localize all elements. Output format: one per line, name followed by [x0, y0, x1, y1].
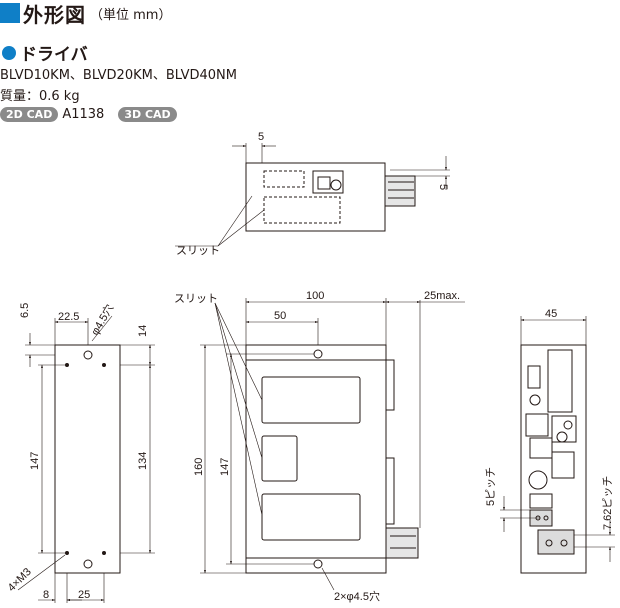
- dim-front-147: 147: [219, 458, 231, 476]
- page-title: 外形図: [23, 2, 86, 27]
- dim-front-160: 160: [193, 458, 205, 476]
- connector-view: [500, 316, 615, 574]
- label-slit-front: スリット: [174, 293, 218, 305]
- dim-left-134: 134: [137, 452, 149, 470]
- page-header: 外形図 （単位 mm）: [0, 0, 172, 27]
- dim-right-5pitch: 5ピッチ: [484, 467, 497, 506]
- dim-left-14: 14: [137, 325, 149, 337]
- section-title: ドライバ: [20, 45, 88, 65]
- dim-front-100: 100: [306, 290, 324, 302]
- dim-left-25: 25: [78, 589, 90, 601]
- cad-3d-badge[interactable]: 3D CAD: [118, 106, 177, 122]
- dim-top-5: 5: [258, 131, 264, 143]
- dim-front-25max: 25max.: [424, 290, 460, 302]
- dim-left-hole: φ4.5穴: [87, 302, 116, 338]
- bullet-circle-icon: [2, 45, 16, 60]
- dim-front-2xhole: 2×φ4.5穴: [334, 589, 380, 603]
- cad-row: 2D CAD A1138 3D CAD: [0, 106, 177, 122]
- top-view: [175, 143, 450, 247]
- dim-right-45: 45: [545, 308, 557, 320]
- side-view: [17, 315, 155, 603]
- unit-label: （単位 mm）: [90, 7, 172, 23]
- dim-top-right-5: 5: [437, 184, 449, 190]
- cad-code: A1138: [62, 106, 105, 122]
- label-slit-top: スリット: [176, 245, 220, 257]
- dim-left-4xm3: 4×M3: [6, 566, 34, 594]
- dim-left-6-5: 6.5: [19, 303, 31, 318]
- header-square-icon: [0, 3, 20, 23]
- dim-left-147: 147: [29, 452, 41, 470]
- cad-2d-badge[interactable]: 2D CAD: [0, 106, 59, 122]
- section-heading: ドライバ: [2, 40, 88, 65]
- dim-left-22-5: 22.5: [58, 311, 79, 323]
- dim-front-50: 50: [274, 310, 286, 322]
- model-list: BLVD10KM、BLVD20KM、BLVD40NM: [0, 68, 237, 83]
- dim-left-8: 8: [43, 589, 49, 601]
- dim-right-762pitch: 7.62ピッチ: [601, 476, 614, 530]
- mass-text: 質量：0.6 kg: [0, 89, 80, 104]
- front-view: [200, 298, 465, 591]
